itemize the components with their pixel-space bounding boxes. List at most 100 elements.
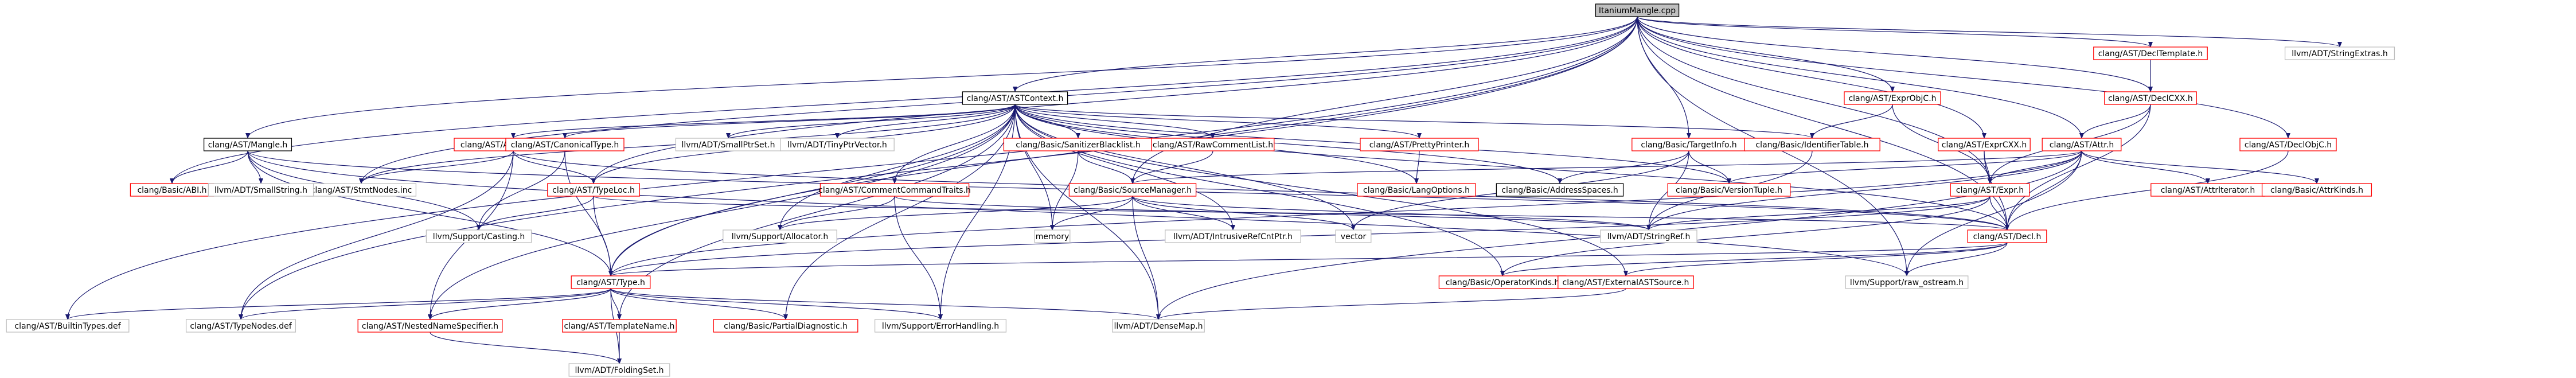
graph-node-label: clang/AST/Attrlterator.h (2161, 186, 2255, 195)
graph-node-stmtnodes[interactable]: clang/AST/StmtNodes.inc (306, 183, 417, 197)
graph-node-sanitizerblacklist[interactable]: clang/Basic/SanitizerBlacklist.h (1003, 138, 1153, 151)
graph-node-nestednamespecifier[interactable]: clang/AST/NestedNameSpecifier.h (357, 319, 503, 333)
graph-node-attrvisitor[interactable]: clang/AST/Attrlterator.h (2150, 183, 2265, 197)
graph-node-attrkinds[interactable]: clang/Basic/AttrKinds.h (2261, 183, 2372, 197)
graph-node-versiontuple[interactable]: clang/Basic/VersionTuple.h (1667, 183, 1791, 197)
graph-node-box (357, 319, 503, 333)
graph-node-sourcemanager[interactable]: clang/Basic/SourceManager.h (1068, 183, 1197, 197)
graph-node-label: clang/AST/Mangle.h (208, 141, 288, 150)
graph-node-root[interactable]: ItaniumMangle.cpp (1595, 3, 1680, 17)
graph-node-langoptions[interactable]: clang/Basic/LangOptions.h (1357, 183, 1476, 197)
graph-node-addressspaces[interactable]: clang/Basic/AddressSpaces.h (1496, 183, 1624, 197)
graph-node-label: llvm/ADT/SmallString.h (214, 186, 307, 195)
dependency-edge (1637, 16, 2153, 48)
graph-node-tinyptrvector[interactable]: llvm/ADT/TinyPtrVector.h (780, 138, 895, 151)
dependency-edge (892, 104, 1016, 184)
dependency-edge (593, 196, 2009, 231)
dependency-edge (1637, 16, 2153, 92)
graph-node-label: clang/AST/TypeLoc.h (552, 186, 635, 195)
dependency-edge (1637, 16, 2290, 139)
graph-node-attr[interactable]: clang/AST/Attr.h (2042, 138, 2122, 151)
graph-node-exprobjc[interactable]: clang/AST/ExprObjC.h (1844, 91, 1941, 105)
dependency-edge (1050, 150, 1079, 231)
dependency-edge (2081, 150, 2319, 184)
graph-node-templatename[interactable]: clang/AST/TemplateName.h (562, 319, 677, 333)
graph-node-label: clang/Basic/AttrKinds.h (2270, 186, 2363, 195)
graph-node-operatorkinds[interactable]: clang/Basic/OperatorKinds.h (1438, 275, 1567, 289)
dependency-edge (1810, 104, 1893, 139)
dependency-edge (247, 150, 1909, 276)
graph-node-box (571, 275, 651, 289)
graph-node-llvm-stringextras[interactable]: llvm/ADT/StringExtras.h (2284, 46, 2395, 60)
graph-node-label: clang/AST/DeclCXX.h (2108, 94, 2193, 103)
graph-node-exprcxx[interactable]: clang/AST/ExprCXX.h (1938, 138, 2031, 151)
graph-node-identifiertable[interactable]: clang/Basic/IdentifierTable.h (1744, 138, 1880, 151)
graph-node-box (1112, 319, 1205, 333)
graph-node-errorhandling[interactable]: llvm/Support/ErrorHandling.h (874, 319, 1007, 333)
graph-node-box (713, 319, 858, 333)
graph-node-mangle[interactable]: clang/AST/Mangle.h (203, 138, 292, 151)
graph-node-type[interactable]: clang/AST/Type.h (571, 275, 651, 289)
graph-node-label: llvm/Support/ErrorHandling.h (882, 322, 999, 331)
graph-node-typenodes[interactable]: clang/AST/TypeNodes.def (185, 319, 296, 333)
graph-node-partialdiagnostic[interactable]: clang/Basic/PartialDiagnostic.h (713, 319, 858, 333)
graph-node-box (1151, 138, 1275, 151)
dependency-edge (1558, 150, 1689, 184)
graph-node-raw-ostream[interactable]: llvm/Support/raw_ostream.h (1845, 275, 1969, 289)
graph-node-declobjc[interactable]: clang/AST/DeclObjC.h (2239, 138, 2337, 151)
graph-node-typeloc[interactable]: clang/AST/TypeLoc.h (547, 183, 640, 197)
graph-node-externalastsource[interactable]: clang/AST/ExternalASTSource.h (1558, 275, 1694, 289)
dependency-edge (1637, 16, 2342, 48)
graph-node-prettyprinter[interactable]: clang/AST/PrettyPrinter.h (1360, 138, 1479, 151)
graph-node-box (874, 319, 1007, 333)
dependency-edge (1130, 150, 1213, 184)
graph-node-canonicaltype[interactable]: clang/AST/CanonicalType.h (505, 138, 625, 151)
dependency-edge (2079, 104, 2151, 139)
dependency-edge (1014, 104, 1215, 139)
graph-node-decl[interactable]: clang/AST/Decl.h (1967, 229, 2047, 243)
graph-node-decltemplate[interactable]: clang/AST/DeclTemplate.h (2093, 46, 2208, 60)
graph-node-casting[interactable]: llvm/Support/Casting.h (426, 229, 532, 243)
dependency-edge (894, 196, 1651, 231)
dependency-edge (1500, 196, 1990, 276)
graph-node-vector[interactable]: vector (1335, 229, 1372, 243)
dependency-edge (65, 16, 1638, 320)
dependency-edge (593, 196, 613, 276)
graph-node-smallptrset[interactable]: llvm/ADT/SmallPtrSet.h (675, 138, 782, 151)
graph-node-memory[interactable]: memory (1034, 229, 1071, 243)
dependency-edge (1623, 242, 2008, 276)
graph-node-commentcommandtraits[interactable]: clang/AST/CommentCommandTraits.h (818, 183, 971, 197)
graph-node-intrusiverefcntptr[interactable]: llvm/ADT/IntrusiveRefCntPtr.h (1165, 229, 1301, 243)
graph-node-smallstring[interactable]: llvm/ADT/SmallString.h (208, 183, 314, 197)
graph-node-stringref[interactable]: llvm/ADT/StringRef.h (1600, 229, 1697, 243)
graph-node-box (1165, 229, 1301, 243)
graph-node-foldingset[interactable]: llvm/ADT/FoldingSet.h (568, 363, 670, 377)
dependency-edge (245, 16, 1638, 139)
graph-node-label: clang/AST/Attr.h (2050, 141, 2114, 150)
graph-node-box (1667, 183, 1791, 197)
graph-node-rawcommentlist[interactable]: clang/AST/RawCommentList.h (1151, 138, 1275, 151)
dependency-edge (2081, 150, 2210, 184)
graph-node-label: clang/AST/DeclObjC.h (2245, 141, 2332, 150)
graph-node-label: llvm/ADT/TinyPtrVector.h (787, 141, 887, 150)
dependency-edge (1130, 16, 1638, 184)
graph-node-declcxx[interactable]: clang/AST/DeclCXX.h (2104, 91, 2197, 105)
graph-node-label: clang/Basic/AddressSpaces.h (1501, 186, 1618, 195)
graph-node-allocator[interactable]: llvm/Support/Allocator.h (723, 229, 837, 243)
graph-node-astcontext[interactable]: clang/AST/ASTContext.h (962, 91, 1068, 105)
graph-node-expr[interactable]: clang/AST/Expr.h (1950, 183, 2030, 197)
dependency-edge (1132, 196, 1235, 231)
graph-node-targetinfo[interactable]: clang/Basic/TargetInfo.h (1632, 138, 1746, 151)
graph-node-label: clang/AST/CanonicalType.h (511, 141, 619, 150)
graph-node-label: llvm/Support/raw_ostream.h (1850, 278, 1964, 287)
graph-node-box (562, 319, 677, 333)
dependency-edge (610, 288, 622, 320)
dependency-edge (1414, 150, 1420, 184)
graph-node-densemap[interactable]: llvm/ADT/DenseMap.h (1112, 319, 1205, 333)
graph-node-box (2042, 138, 2122, 151)
graph-node-builtintypes[interactable]: clang/AST/BuiltinTypes.def (6, 319, 130, 333)
graph-node-label: clang/Basic/TargetInfo.h (1641, 141, 1736, 150)
dependency-edge (65, 288, 611, 320)
graph-node-abi[interactable]: clang/Basic/ABI.h (130, 183, 214, 197)
